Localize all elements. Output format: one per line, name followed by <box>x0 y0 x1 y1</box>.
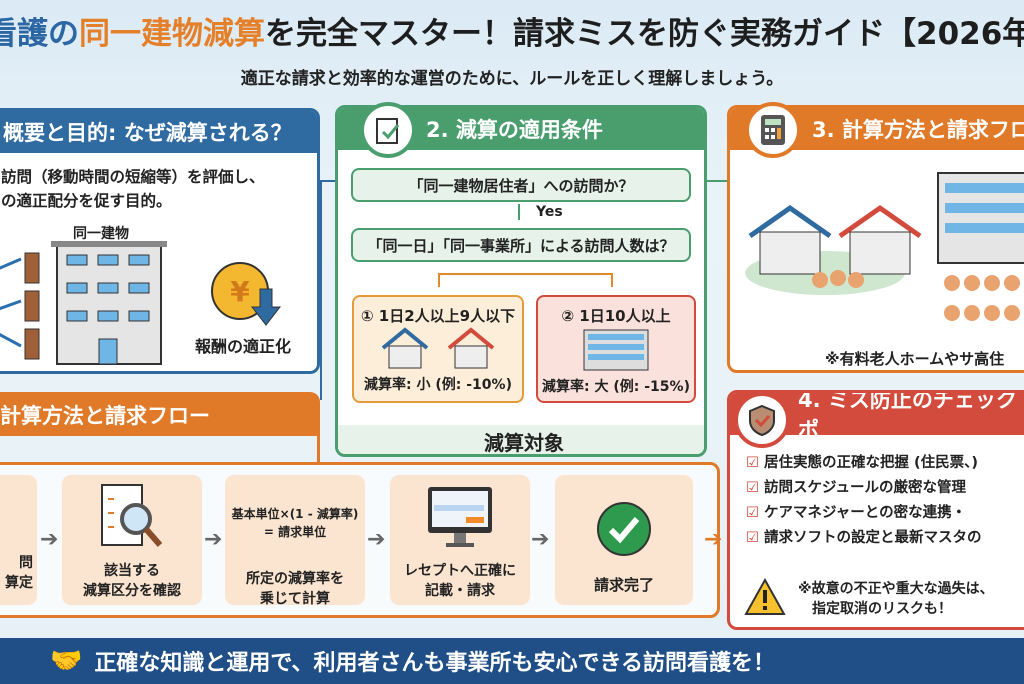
panel-checklist: 4. ミス防止のチェックポ ☑居住実態の正確な把握 (住民票、) ☑訪問スケジュ… <box>727 390 1024 630</box>
overview-text: 訪問（移動時間の短縮等）を評価し、の適正配分を促す目的。 <box>1 168 265 210</box>
arrow-icon: ➔ <box>40 527 59 552</box>
check-circle-icon <box>597 502 651 556</box>
arrow-icon: ➔ <box>704 527 723 552</box>
flow-title: 計算方法と請求フロー <box>0 392 320 436</box>
checklist-item: ☑ケアマネジャーとの密な連携・ <box>746 505 967 521</box>
monitor-icon <box>428 487 492 547</box>
checkbox-icon: ☑ <box>746 455 759 471</box>
panel-overview: 概要と目的: なぜ減算される？ 訪問（移動時間の短縮等）を評価し、の適正配分を促… <box>0 108 320 374</box>
checklist-item: ☑請求ソフトの設定と最新マスタの <box>746 530 982 546</box>
yen-coin-down-icon: ¥ <box>211 262 282 326</box>
svg-text:¥: ¥ <box>230 275 250 308</box>
flow-step-3: 基本単位×(1 - 減算率)= 請求単位 所定の減算率を乗じて計算 <box>225 475 365 607</box>
page-title: 看護の同一建物減算を完全マスター！請求ミスを防ぐ実務ガイド【2026年最 <box>0 16 1024 52</box>
flow-step-5: 請求完了 <box>555 475 693 605</box>
case-2-to-9: ① 1日2人以上9人以下 減算率: 小 (例: -10%) <box>352 295 524 403</box>
clipboard-magnifier-icon <box>101 484 163 547</box>
footer-banner: 🤝 正確な知識と運用で、利用者さんも事業所も安心できる訪問看護を！ <box>0 638 1024 684</box>
formula: 基本単位×(1 - 減算率)= 請求単位 <box>231 507 359 539</box>
calc-note: ※有料老人ホームやサ高住 <box>825 350 1005 368</box>
building-icon <box>0 241 167 365</box>
checkbox-icon: ☑ <box>746 505 759 521</box>
arrow-icon: ➔ <box>204 527 223 552</box>
result-label: 減算対象 <box>338 425 704 454</box>
case-10-plus: ② 1日10人以上 減算率: 大 (例: -15%) <box>536 295 696 403</box>
clipboard-check-icon <box>360 102 416 158</box>
panel-overview-title: 概要と目的: なぜ減算される？ <box>0 111 317 153</box>
subtitle: 適正な請求と効率的な運営のために、ルールを正しく理解しましょう。 <box>240 69 784 89</box>
calculator-icon <box>745 102 801 158</box>
flow-step-2: 該当する減算区分を確認 <box>62 475 202 605</box>
flow-step-1: 問算定 <box>0 475 37 605</box>
question-same-building: 「同一建物居住者」への訪問か？ <box>351 168 691 202</box>
reward-label: 報酬の適正化 <box>195 337 292 356</box>
checklist-item: ☑訪問スケジュールの厳密な管理 <box>746 480 966 496</box>
handshake-icon: 🤝 <box>50 646 83 676</box>
title-highlight: 同一建物減算 <box>79 16 265 52</box>
houses-icon <box>381 327 495 369</box>
houses-and-residents-icon <box>745 172 1024 321</box>
checkbox-icon: ☑ <box>746 530 759 546</box>
yes-label: Yes <box>536 204 563 220</box>
arrow-icon: ➔ <box>367 527 386 552</box>
flow-step-4: レセプトへ正確に記載・請求 <box>390 475 530 605</box>
warning-icon <box>744 578 786 615</box>
checklist: ☑居住実態の正確な把握 (住民票、) ☑訪問スケジュールの厳密な管理 ☑ケアマネ… <box>746 451 982 551</box>
apartment-icon <box>583 329 649 371</box>
checklist-item: ☑居住実態の正確な把握 (住民票、) <box>746 455 979 471</box>
arrow-icon: ➔ <box>531 527 550 552</box>
question-visit-count: 「同一日」「同一事業所」による訪問人数は？ <box>351 228 691 262</box>
shield-check-icon <box>734 392 790 448</box>
checkbox-icon: ☑ <box>746 480 759 496</box>
warning-text: ※故意の不正や重大な過失は、指定取消のリスクも！ <box>798 581 994 617</box>
building-label: 同一建物 <box>73 226 129 242</box>
